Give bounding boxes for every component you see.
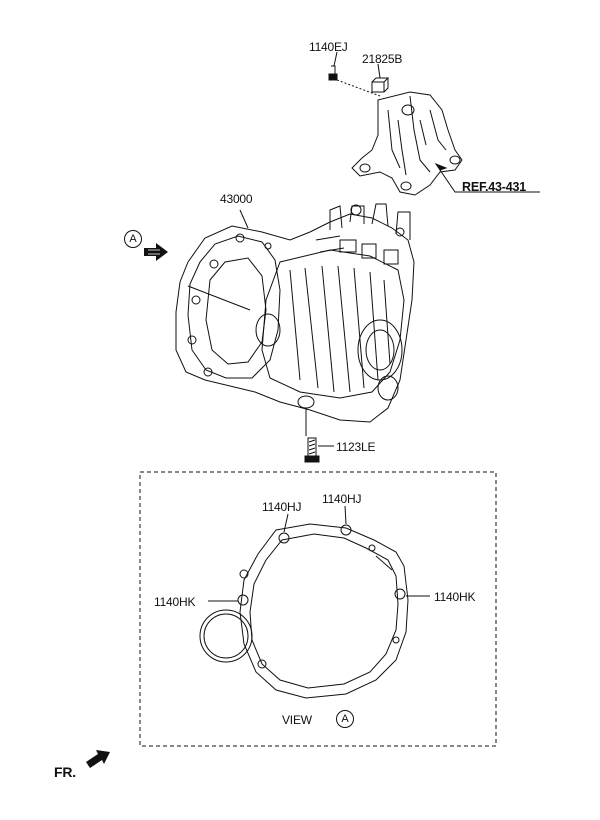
seal-ring xyxy=(199,609,253,663)
view-a-circle: A xyxy=(336,710,354,728)
gasket-plate xyxy=(237,523,409,699)
transaxle-leader xyxy=(187,285,251,311)
label-43000: 43000 xyxy=(220,192,253,206)
view-a-frame xyxy=(139,471,497,747)
ref-leader xyxy=(439,169,540,193)
mounting-bracket xyxy=(351,91,463,196)
front-label: FR. xyxy=(54,764,76,780)
label-1140hk-right: 1140HK xyxy=(434,590,476,604)
label-1140hj-right: 1140HJ xyxy=(322,492,362,506)
view-arrow-icon xyxy=(144,243,168,261)
bolt-1140ej xyxy=(328,65,381,97)
bracket-nut xyxy=(371,77,390,93)
label-1140hj-left: 1140HJ xyxy=(262,500,302,514)
view-marker-circle: A xyxy=(124,230,142,248)
bolt-1123le xyxy=(304,437,334,463)
label-ref-43-431: REF.43-431 xyxy=(462,180,527,194)
front-arrow-icon xyxy=(86,750,110,768)
transaxle-assembly xyxy=(175,203,415,436)
label-1123le: 1123LE xyxy=(336,440,376,454)
label-21825b: 21825B xyxy=(362,52,403,66)
label-1140hk-left: 1140HK xyxy=(154,595,196,609)
label-1140ej: 1140EJ xyxy=(309,40,348,54)
view-a-caption: VIEW xyxy=(282,713,312,727)
